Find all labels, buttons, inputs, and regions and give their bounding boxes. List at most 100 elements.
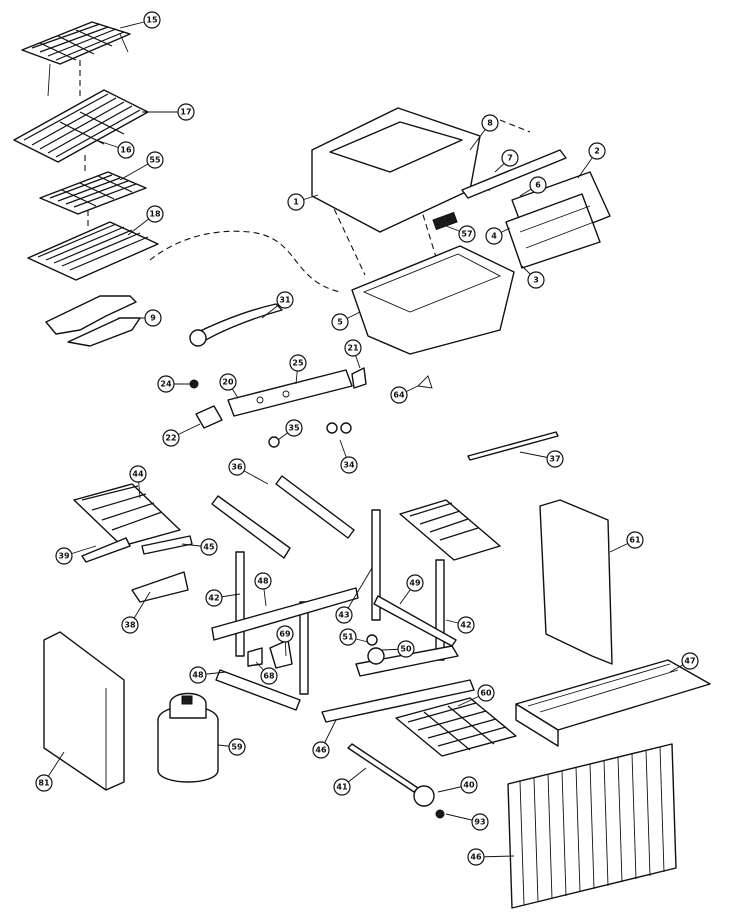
callout-circle [397, 640, 415, 658]
callout-number: 7 [507, 154, 513, 163]
callout-6: 6 [519, 176, 547, 197]
cooking-grids [13, 89, 149, 163]
side-panel-left [43, 631, 125, 791]
callout-number: 68 [263, 672, 275, 681]
callout-57: 57 [445, 225, 476, 243]
callout-60: 60 [457, 684, 495, 707]
igniter-electrode [189, 303, 283, 347]
callout-number: 37 [549, 455, 560, 464]
callout-55: 55 [119, 151, 164, 181]
control-panel [227, 369, 353, 417]
callout-43: 43 [335, 567, 373, 624]
callout-47: 47 [669, 652, 699, 673]
lid-handle [461, 149, 567, 199]
callout-circle [331, 313, 349, 331]
callout-number: 60 [480, 689, 492, 698]
callout-number: 61 [629, 536, 641, 545]
callout-number: 93 [474, 818, 485, 827]
callout-number: 46 [470, 853, 482, 862]
callout-circle [529, 176, 547, 194]
callout-9: 9 [118, 309, 162, 327]
callout-48: 48 [254, 572, 272, 607]
callout-59: 59 [217, 738, 246, 756]
lid-window-assembly [505, 171, 611, 269]
grill-lid [311, 107, 481, 233]
shelf-bracket-38 [131, 571, 189, 603]
callout-number: 5 [337, 318, 343, 327]
callout-number: 42 [460, 621, 471, 630]
callout-number: 35 [288, 424, 300, 433]
callout-number: 48 [192, 671, 204, 680]
cart-wheels [366, 634, 385, 665]
callout-38: 38 [121, 591, 151, 634]
callout-number: 20 [222, 378, 234, 387]
callout-number: 81 [38, 779, 50, 788]
callout-number: 46 [315, 746, 327, 755]
callout-24: 24 [157, 375, 192, 393]
callout-number: 39 [58, 552, 70, 561]
callout-circle [333, 778, 351, 796]
callout-circle [205, 589, 223, 607]
callout-circle [289, 354, 307, 372]
shelf-trim-45 [141, 535, 193, 555]
callout-46: 46 [467, 848, 515, 866]
callout-number: 25 [292, 359, 304, 368]
callout-number: 2 [594, 147, 600, 156]
bottom-rack [395, 697, 517, 757]
callout-circle [335, 606, 353, 624]
callout-81: 81 [35, 751, 65, 792]
callout-16: 16 [95, 139, 135, 159]
callout-number: 18 [149, 210, 161, 219]
callout-circle [626, 531, 644, 549]
callout-42: 42 [205, 589, 241, 607]
callout-number: 4 [491, 232, 497, 241]
callout-31: 31 [261, 291, 294, 319]
callout-25: 25 [289, 354, 307, 385]
callout-circle [460, 776, 478, 794]
callout-number: 21 [347, 344, 359, 353]
callout-22: 22 [162, 423, 201, 447]
side-panel-right [539, 499, 613, 665]
callout-circle [344, 339, 362, 357]
callout-18: 18 [127, 205, 164, 236]
callout-circle [457, 616, 475, 634]
callout-circle [228, 738, 246, 756]
callout-46: 46 [312, 719, 337, 759]
callout-68: 68 [255, 661, 278, 685]
callout-circle [527, 271, 545, 289]
callout-circle [117, 141, 135, 159]
callout-number: 64 [393, 391, 405, 400]
callout-circle [35, 774, 53, 792]
callout-circle [276, 625, 294, 643]
callout-circle [481, 114, 499, 132]
callout-number: 8 [487, 119, 493, 128]
callout-number: 22 [165, 434, 176, 443]
callout-number: 31 [279, 296, 291, 305]
callout-circle [276, 291, 294, 309]
callout-circle [458, 225, 476, 243]
callout-number: 51 [342, 633, 354, 642]
side-shelf-left [73, 483, 181, 547]
callout-circle [143, 11, 161, 29]
callout-69: 69 [276, 625, 294, 657]
callout-circle [546, 450, 564, 468]
callout-number: 3 [533, 276, 539, 285]
callout-number: 50 [400, 645, 412, 654]
callout-41: 41 [333, 767, 367, 796]
callout-circle [467, 848, 485, 866]
callout-3: 3 [521, 265, 545, 289]
callout-circle [146, 205, 164, 223]
callout-17: 17 [142, 103, 195, 121]
callout-36: 36 [228, 458, 269, 485]
callout-number: 6 [535, 181, 541, 190]
callout-circle [219, 373, 237, 391]
callout-1: 1 [287, 193, 319, 211]
warming-rack [21, 21, 131, 97]
callout-39: 39 [55, 545, 97, 565]
callout-number: 44 [132, 470, 144, 479]
cart-frame [211, 509, 475, 723]
callout-50: 50 [381, 640, 415, 658]
callout-number: 42 [208, 594, 219, 603]
regulator-knob [413, 785, 445, 819]
callout-number: 47 [684, 657, 695, 666]
